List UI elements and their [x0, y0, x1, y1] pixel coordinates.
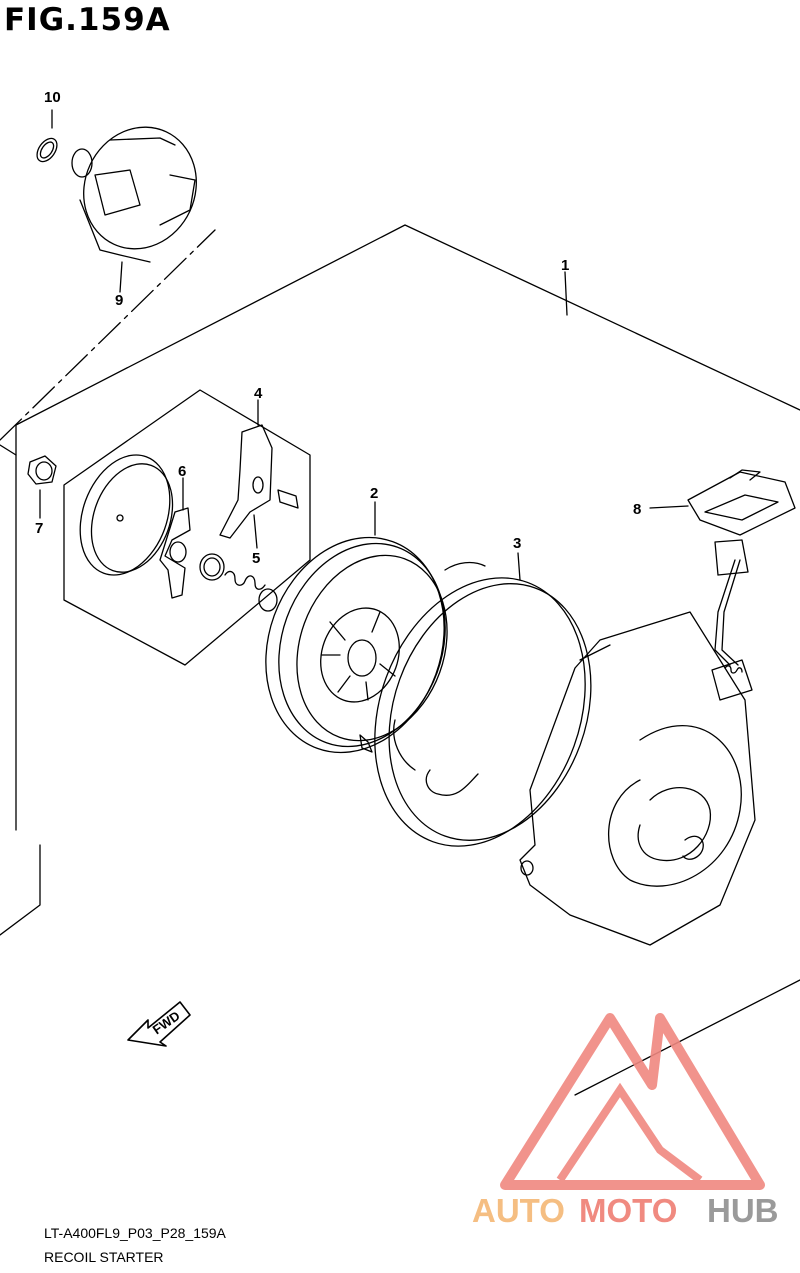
assembly-boundary	[0, 224, 800, 1096]
figure-caption: RECOIL STARTER	[44, 1249, 164, 1265]
figure-code: LT-A400FL9_P03_P28_159A	[44, 1225, 226, 1241]
callout-numbers: 10 9 1 4 2 3 6 7 5 8	[35, 89, 641, 567]
sub-assembly-box	[63, 389, 311, 666]
reel-pulley-drawing	[265, 536, 486, 754]
drive-plate-drawing	[71, 126, 197, 263]
callout-4: 4	[254, 385, 263, 402]
bolt-drawing	[27, 455, 57, 485]
callout-3: 3	[513, 535, 521, 552]
ratchet-pawl-drawing	[159, 507, 191, 599]
leader-lines	[39, 109, 689, 581]
watermark-moto: MOTO	[579, 1192, 677, 1229]
callout-8: 8	[633, 501, 641, 518]
recoil-spring-drawing	[374, 577, 592, 847]
fwd-label: FWD	[150, 1008, 183, 1037]
o-ring-drawing	[36, 137, 58, 163]
watermark-wordmark: AUTO MOTO HUB	[472, 1192, 779, 1229]
watermark-logo-icon	[500, 1013, 765, 1190]
fwd-arrow-icon	[127, 1001, 191, 1047]
watermark-hub: HUB	[707, 1192, 779, 1229]
dashed-boundary	[0, 229, 216, 456]
callout-6: 6	[178, 463, 186, 480]
pin-and-spring-drawing	[199, 489, 299, 612]
friction-plate-drawing	[79, 454, 174, 576]
figure-title: FIG.159A	[4, 2, 171, 38]
starter-handle-drawing	[687, 469, 796, 701]
callout-7: 7	[35, 520, 43, 537]
callout-2: 2	[370, 485, 378, 502]
callout-10: 10	[44, 89, 61, 106]
callout-9: 9	[115, 292, 123, 309]
housing-drawing	[519, 611, 756, 946]
callout-1: 1	[561, 257, 569, 274]
watermark-auto: AUTO	[472, 1192, 565, 1229]
ratchet-guide-drawing	[219, 424, 273, 539]
callout-5: 5	[252, 550, 260, 567]
